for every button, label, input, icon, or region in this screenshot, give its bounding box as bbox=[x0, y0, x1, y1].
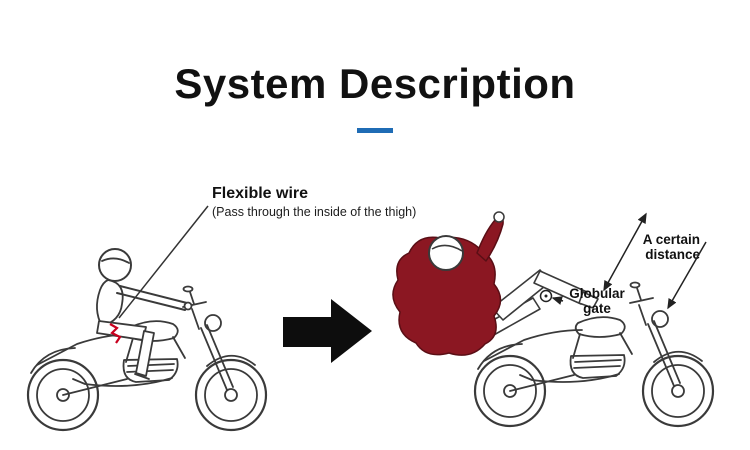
rider-torso bbox=[96, 279, 124, 327]
front-fork bbox=[653, 320, 681, 384]
globular-gate-line1: Globular bbox=[569, 286, 625, 301]
swingarm bbox=[509, 374, 575, 392]
fallen-rider bbox=[392, 211, 505, 356]
rear-hub bbox=[503, 384, 517, 398]
front-fender bbox=[653, 350, 703, 363]
rider-arm bbox=[119, 285, 188, 304]
frame-tube-rear bbox=[572, 333, 581, 359]
frame-tube-rear bbox=[125, 337, 134, 363]
engine-fin bbox=[574, 359, 622, 363]
flexible-wire-subtitle: (Pass through the inside of the thigh) bbox=[212, 205, 417, 219]
motorcycle-before-illustration bbox=[26, 248, 268, 432]
rear-wheel bbox=[473, 354, 547, 428]
headlight bbox=[651, 310, 669, 328]
front-rim bbox=[651, 364, 705, 418]
handlebar-stem bbox=[638, 304, 647, 326]
motorcycle-line-art bbox=[26, 285, 268, 432]
front-rim bbox=[204, 368, 258, 422]
exhaust-pipe bbox=[519, 373, 620, 383]
front-fork bbox=[200, 327, 228, 391]
fuel-tank bbox=[574, 316, 626, 338]
flexible-wire-mark bbox=[109, 323, 122, 344]
frame-tube-front bbox=[172, 336, 186, 359]
fallen-rider-body bbox=[392, 236, 502, 356]
fallen-rider-helmet bbox=[428, 235, 464, 271]
title-underline bbox=[357, 128, 393, 133]
fallen-rider-boot bbox=[578, 291, 599, 309]
headlight bbox=[204, 314, 222, 332]
fallen-rider-legs bbox=[485, 269, 599, 337]
rear-rim bbox=[36, 368, 90, 422]
certain-distance-label: A certain distance bbox=[626, 232, 700, 262]
globular-gate-label: Globular gate bbox=[566, 286, 628, 316]
rider-hand bbox=[183, 301, 193, 311]
fallen-rider-glove bbox=[493, 211, 505, 223]
motorcycle-line-art bbox=[473, 281, 715, 428]
front-fender bbox=[206, 354, 256, 367]
rider-helmet bbox=[98, 248, 132, 282]
rear-hub bbox=[56, 388, 70, 402]
flexible-wire-title: Flexible wire bbox=[212, 185, 309, 202]
mirror-stem bbox=[189, 291, 195, 305]
front-wheel bbox=[194, 358, 268, 432]
engine-fin bbox=[573, 365, 621, 369]
engine-block bbox=[569, 354, 626, 379]
mirror-stem bbox=[636, 287, 642, 301]
transition-arrow-shape bbox=[283, 299, 372, 363]
globular-gate-line2: gate bbox=[583, 301, 611, 316]
engine-block bbox=[122, 358, 179, 383]
engine-fin bbox=[126, 369, 174, 373]
front-wheel bbox=[641, 354, 715, 428]
rear-wheel bbox=[26, 358, 100, 432]
motorcycle-after-illustration bbox=[392, 211, 715, 428]
front-hub bbox=[224, 388, 238, 402]
handlebar-stem bbox=[191, 308, 200, 330]
frame-tube-front bbox=[619, 332, 633, 355]
transition-arrow-icon bbox=[283, 299, 372, 363]
seat-line bbox=[483, 329, 583, 362]
certain-distance-line2: distance bbox=[645, 247, 700, 262]
fallen-helmet-visor bbox=[431, 244, 463, 252]
seat-line bbox=[36, 333, 136, 366]
engine-fin bbox=[127, 363, 175, 367]
page-title: System Description bbox=[174, 60, 576, 107]
exhaust-pipe bbox=[72, 377, 173, 387]
rider-foot bbox=[134, 373, 150, 380]
front-fork bbox=[206, 324, 234, 388]
swingarm bbox=[62, 378, 128, 396]
fallen-rider-arm bbox=[476, 215, 504, 262]
rider-lower-leg bbox=[135, 330, 155, 377]
front-hub bbox=[671, 384, 685, 398]
rear-rim bbox=[483, 364, 537, 418]
mirror bbox=[182, 285, 194, 293]
front-fork bbox=[647, 323, 675, 387]
rider-arm bbox=[116, 292, 186, 311]
flexible-wire-label: Flexible wire (Pass through the inside o… bbox=[212, 185, 416, 219]
certain-distance-line1: A certain bbox=[642, 232, 700, 247]
mirror bbox=[629, 281, 641, 289]
title-underline-bar bbox=[357, 128, 393, 133]
